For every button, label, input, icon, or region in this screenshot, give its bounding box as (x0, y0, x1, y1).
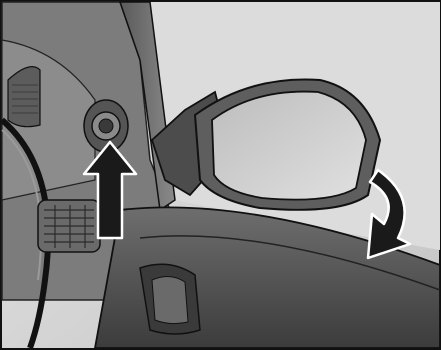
speaker-grille (8, 67, 40, 127)
door-handle (152, 276, 188, 323)
mirror-glass (212, 92, 366, 200)
mirror-switch-knob (99, 119, 113, 133)
